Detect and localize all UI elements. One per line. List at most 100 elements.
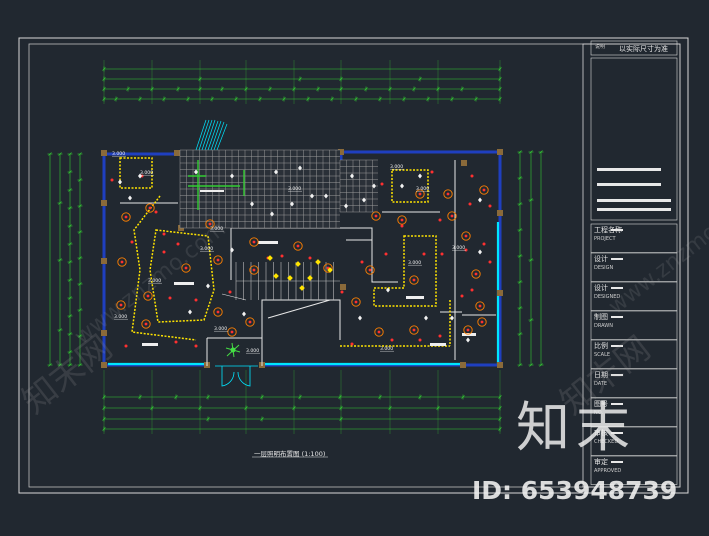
downlight-ring	[351, 297, 361, 307]
dimension-tick-slash	[58, 363, 62, 367]
light-point	[168, 296, 172, 300]
dimension-tick-slash	[68, 224, 72, 228]
downlight-dot	[252, 268, 256, 272]
dimension-tick-slash	[174, 395, 178, 399]
light-point	[390, 338, 394, 342]
downlight-ring	[479, 185, 489, 195]
dimension-tick-slash	[68, 332, 72, 336]
dimension-tick-slash	[78, 230, 82, 234]
column	[497, 290, 503, 296]
dimension-tick-slash	[68, 188, 72, 192]
downlight-ring	[116, 300, 126, 310]
downlight-ring	[397, 215, 407, 225]
downlight-ring	[227, 327, 237, 337]
ceiling-level-tags: 3.0003.0003.0003.0003.0003.0003.0003.000…	[112, 151, 466, 354]
downlight-dot	[230, 330, 234, 334]
spotlight-diamond	[267, 255, 273, 261]
dimension-tick-slash	[58, 328, 62, 332]
light-marker	[372, 183, 376, 189]
downlight-dot	[119, 303, 123, 307]
ceiling-level-tag: 3.000	[288, 186, 301, 192]
spotlight-diamond	[287, 275, 293, 281]
dimension-tick-slash	[176, 87, 180, 91]
dimension-tick-slash	[260, 395, 264, 399]
title-block-cell-bar	[611, 287, 623, 289]
dimension-tick-slash	[354, 97, 358, 101]
light-marker	[424, 315, 428, 321]
downlight-ring	[205, 219, 215, 229]
downlight-ring	[477, 317, 487, 327]
dimension-tick-slash	[68, 170, 72, 174]
title-block-cell-sublabel: APPROVED	[594, 468, 622, 474]
dimension-tick-slash	[78, 282, 82, 286]
light-point	[384, 252, 388, 256]
dimension-tick-slash	[539, 363, 543, 367]
ceiling-level-tag: 3.000	[380, 346, 393, 352]
dimension-tick-slash	[78, 334, 82, 338]
downlight-ring	[447, 211, 457, 221]
downlight-dot	[216, 310, 220, 314]
title-block-bar	[597, 208, 671, 211]
light-point	[470, 288, 474, 292]
dimension-tick-slash	[518, 306, 522, 310]
light-marker	[362, 197, 366, 203]
dimension-tick-slash	[68, 363, 72, 367]
title-block-cell-sublabel: DATE	[594, 381, 608, 387]
dimension-tick-slash	[48, 152, 52, 156]
dimension-tick-slash	[58, 258, 62, 262]
dimension-tick-slash	[68, 296, 72, 300]
light-marker	[206, 283, 210, 289]
downlight-dot	[418, 192, 422, 196]
downlight-ring	[409, 325, 419, 335]
title-block-cell	[590, 310, 678, 340]
light-point	[110, 178, 114, 182]
dimension-tick-slash	[78, 178, 82, 182]
dimension-tick-slash	[68, 350, 72, 354]
downlight-ring	[371, 211, 381, 221]
downlight-dot	[450, 214, 454, 218]
title-block-cell	[590, 252, 678, 282]
light-point	[340, 290, 344, 294]
downlight-dot	[208, 222, 212, 226]
entrance-door	[215, 365, 258, 387]
dimension-tick-slash	[78, 308, 82, 312]
title-block-cell-label: 工程名称	[594, 226, 622, 234]
dimension-tick-slash	[402, 97, 406, 101]
planter-icon	[225, 342, 241, 358]
spotlight-diamond	[295, 261, 301, 267]
dimension-tick-slash	[412, 87, 416, 91]
dimension-tick-slash	[258, 97, 262, 101]
dimension-tick-slash	[330, 97, 334, 101]
column	[461, 160, 467, 166]
downlight-dot	[248, 320, 252, 324]
dimension-tick-slash	[518, 332, 522, 336]
dimension-tick-slash	[518, 254, 522, 258]
light-marker	[138, 173, 142, 179]
light-point	[124, 344, 128, 348]
light-marker	[450, 315, 454, 321]
drawing-caption: 一层照明布置图 (1:100)	[254, 450, 326, 458]
dimension-tick-slash	[518, 150, 522, 154]
light-point	[438, 334, 442, 338]
title-block-cell	[590, 368, 678, 398]
column	[101, 362, 107, 368]
downlight-dot	[184, 266, 188, 270]
title-block-cell-bar	[611, 461, 623, 463]
ceiling-lights	[110, 165, 492, 348]
downlight-dot	[216, 258, 220, 262]
dimension-tick-slash	[539, 150, 543, 154]
downlight-dot	[120, 260, 124, 264]
dimension-tick-slash	[234, 97, 238, 101]
dimension-tick-slash	[529, 363, 533, 367]
light-marker	[128, 195, 132, 201]
title-block-cell-sublabel: DESIGN	[594, 265, 614, 271]
downlight-ring	[245, 317, 255, 327]
column	[101, 330, 107, 336]
light-point	[400, 224, 404, 228]
dimension-tick-slash	[78, 363, 82, 367]
spotlight-diamond	[307, 275, 313, 281]
downlight-dot	[446, 192, 450, 196]
dimension-tick-slash	[68, 152, 72, 156]
light-point	[422, 252, 426, 256]
